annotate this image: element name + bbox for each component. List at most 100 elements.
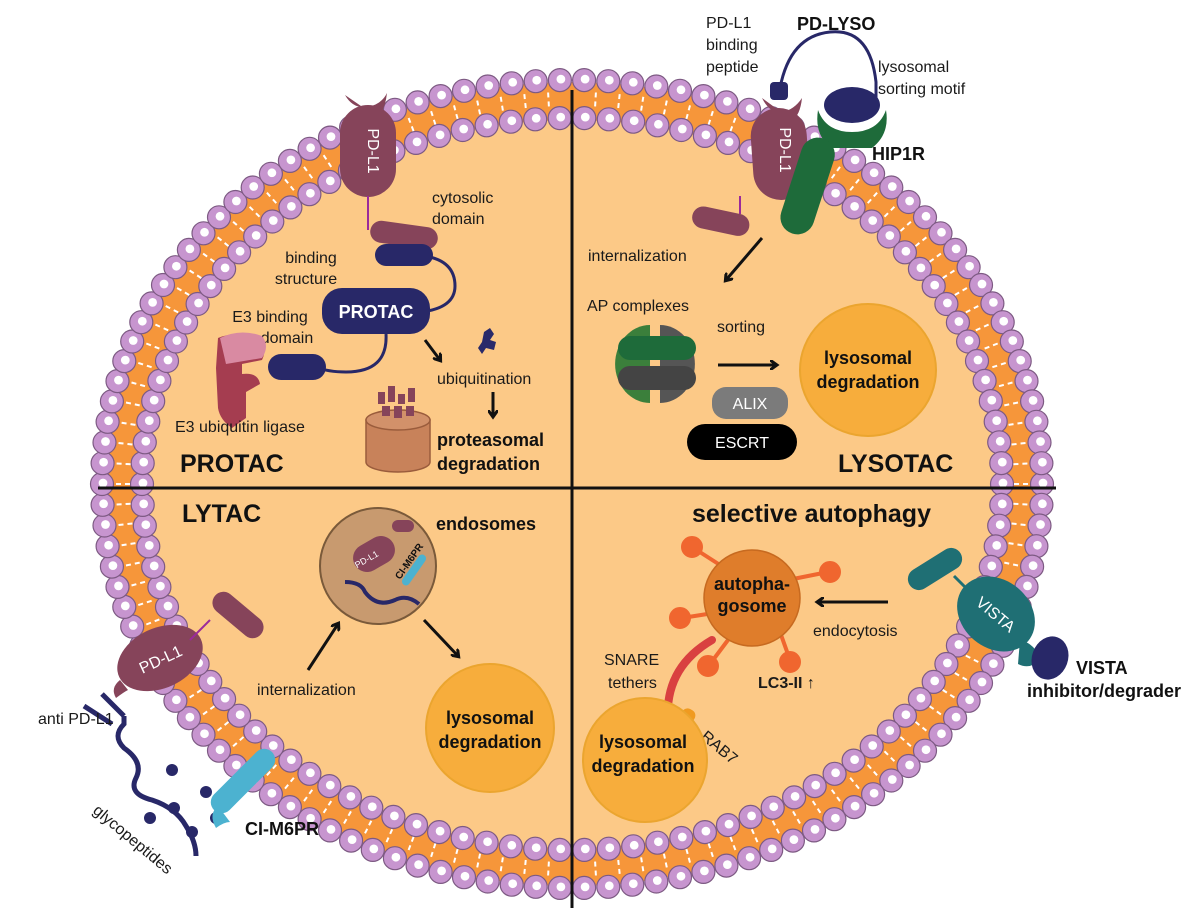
proteasomal-label-1: proteasomal xyxy=(437,430,544,450)
lipid-tail xyxy=(232,734,246,748)
lipid-head-highlight xyxy=(1036,520,1045,529)
lipid-head-highlight xyxy=(268,216,278,225)
lytac-lysosomal-label-1: lysosomal xyxy=(446,708,534,728)
lipid-head-highlight xyxy=(249,182,259,191)
lipid-head-highlight xyxy=(580,844,590,854)
lipid-tail xyxy=(898,220,912,234)
lipid-tail xyxy=(453,846,460,863)
lipid-tail xyxy=(499,855,505,872)
lipid-head-highlight xyxy=(628,879,638,889)
lipid-head-highlight xyxy=(724,819,734,829)
lipid-tail xyxy=(1011,462,1028,466)
lipid-head-highlight xyxy=(286,155,296,165)
lipid-head-highlight xyxy=(148,298,157,307)
lipid-head-highlight xyxy=(831,768,840,778)
lipid-tail xyxy=(125,401,142,407)
lysotac-quadrant: PD-L1 binding peptide PD-LYSO lysosomal … xyxy=(587,14,966,478)
pd-lyso-label: PD-LYSO xyxy=(797,14,875,34)
lipid-tail xyxy=(662,100,668,117)
e3-binding-domain-label-2: domain xyxy=(261,330,313,347)
pdl1-receptor-protac: PD-L1 xyxy=(340,93,438,250)
lipid-head-highlight xyxy=(206,280,216,290)
lipid-tail xyxy=(216,236,231,249)
lipid-head-highlight xyxy=(325,780,335,790)
lipid-head-highlight xyxy=(99,457,108,467)
autophagosome: autopha- gosome xyxy=(669,536,841,677)
lipid-tail xyxy=(116,502,133,506)
lipid-tail xyxy=(116,462,133,466)
lipid-head-highlight xyxy=(769,802,779,812)
lipid-head-highlight xyxy=(930,676,940,686)
binding-structure-label-2: structure xyxy=(275,271,337,288)
lysotac-internalization-label: internalization xyxy=(588,248,687,265)
lipid-head-highlight xyxy=(508,879,518,889)
lipid-head-highlight xyxy=(390,811,399,821)
lc3-label: LC3-II ↑ xyxy=(758,675,815,692)
lipid-tail xyxy=(284,775,296,790)
escrt-label: ESCRT xyxy=(715,435,769,452)
escrt-badge: ESCRT xyxy=(687,424,797,460)
lipid-tail xyxy=(131,580,148,587)
cim6pr-label: CI-M6PR xyxy=(245,819,319,839)
glycopeptides-label: glycopeptides xyxy=(89,802,175,878)
lipid-head-highlight xyxy=(235,246,245,256)
lipid-tail xyxy=(118,522,135,526)
lipid-head-highlight xyxy=(508,77,518,87)
lipid-head-highlight xyxy=(747,811,756,821)
protac-title: PROTAC xyxy=(180,450,284,478)
lipid-head-highlight xyxy=(437,866,446,876)
lipid-head-highlight xyxy=(287,755,296,764)
lipid-tail xyxy=(343,809,353,824)
lipid-head-highlight xyxy=(144,416,154,425)
lipid-head-highlight xyxy=(120,355,130,365)
lipid-head-highlight xyxy=(556,844,566,854)
lipid-head-highlight xyxy=(347,835,357,844)
lipid-head-highlight xyxy=(532,881,542,891)
lipid-head-highlight xyxy=(901,710,911,720)
lipid-tails xyxy=(116,92,1028,876)
endosome: PD-L1 CI-M6PR xyxy=(319,507,437,625)
snare-label-1: SNARE xyxy=(604,652,659,669)
lipid-head-highlight xyxy=(460,871,470,881)
lipid-head-highlight xyxy=(921,211,931,221)
lipid-head-highlight xyxy=(723,860,732,869)
lipid-tail xyxy=(523,93,527,111)
lysosomal-sorting-label-2: sorting motif xyxy=(878,81,966,98)
lipid-head-highlight xyxy=(943,658,952,668)
lipid-head-highlight xyxy=(1038,499,1047,509)
lipid-tail xyxy=(266,762,279,776)
lipid-tail xyxy=(176,287,192,297)
lipid-head-highlight xyxy=(700,90,709,100)
lipid-tail xyxy=(990,361,1007,369)
lipid-tail xyxy=(216,719,231,732)
lipid-tail xyxy=(202,704,217,716)
lipid-head-highlight xyxy=(460,85,470,95)
cytosolic-domain-label-1: cytosolic xyxy=(432,190,493,207)
lipid-tail xyxy=(882,749,896,762)
lipid-head-highlight xyxy=(215,745,225,755)
lipid-head-highlight xyxy=(141,520,151,530)
lipid-head-highlight xyxy=(885,726,895,735)
lipid-head-highlight xyxy=(1028,561,1038,570)
lipid-tail xyxy=(266,192,279,206)
lipid-head-highlight xyxy=(723,97,732,106)
lipid-head-highlight xyxy=(901,246,911,256)
lipid-head-highlight xyxy=(654,837,663,847)
ubiquitination-label: ubiquitination xyxy=(437,371,531,388)
lipid-head-highlight xyxy=(306,768,315,778)
lipid-head-highlight xyxy=(484,876,494,885)
lipid-head-highlight xyxy=(954,640,964,649)
proteasome-icon xyxy=(365,386,431,473)
lipid-head-highlight xyxy=(159,279,169,289)
pdl1-receptor-lytac: PD-L1 xyxy=(113,591,264,698)
lipid-tail xyxy=(594,859,597,876)
autophagosome-label-2: gosome xyxy=(717,596,786,616)
lipid-head-highlight xyxy=(532,75,542,85)
lipid-head-highlight xyxy=(868,216,878,225)
lipid-tail xyxy=(940,687,955,699)
lipid-tail xyxy=(865,762,878,776)
lipid-tail xyxy=(952,287,968,297)
lipid-tail xyxy=(810,798,822,814)
lipid-head-highlight xyxy=(965,261,974,271)
lipid-tail xyxy=(189,269,204,281)
